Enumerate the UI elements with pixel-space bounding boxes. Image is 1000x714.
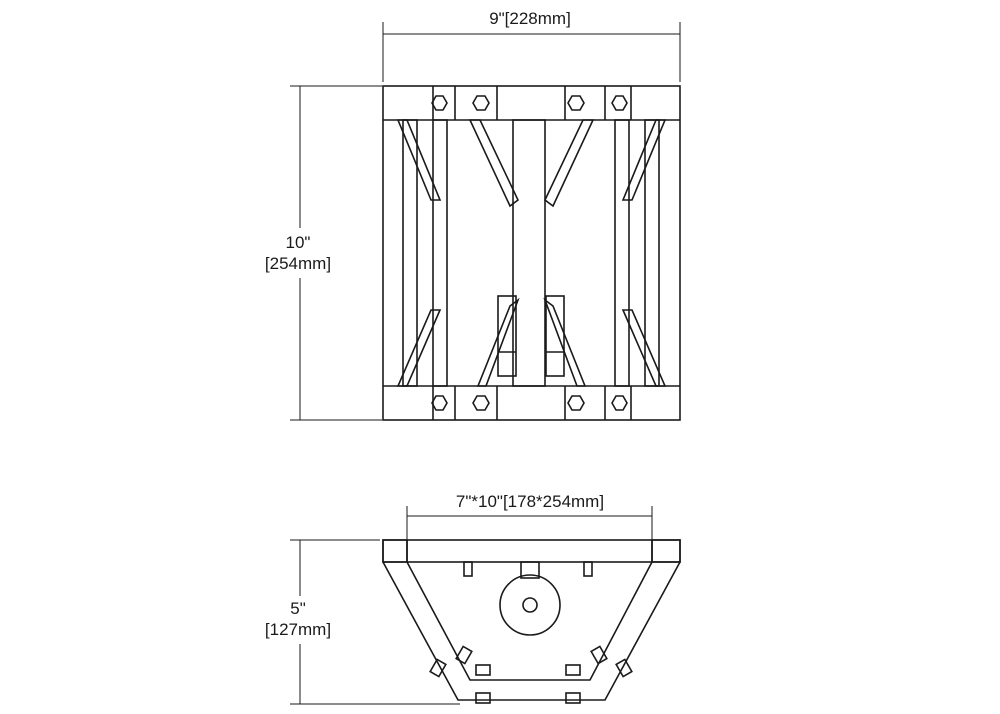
- side-height-dimension: [290, 539, 460, 705]
- front-width-label: 9"[228mm]: [489, 9, 571, 28]
- side-height-label: 5" [127mm]: [248, 598, 348, 640]
- side-height-inches: 5": [290, 599, 306, 618]
- hex-bolt-icon: [429, 645, 633, 704]
- side-height-mm: [127mm]: [264, 620, 332, 639]
- front-height-label: 10" [254mm]: [248, 232, 348, 274]
- front-height-dimension: [290, 85, 382, 421]
- front-height-inches: 10": [285, 233, 311, 252]
- side-width-label: 7"*10"[178*254mm]: [455, 492, 605, 511]
- side-width-dimension: [406, 506, 653, 540]
- front-width-dimension: [382, 22, 681, 82]
- front-view: [382, 85, 681, 421]
- hex-bolt-icon: [431, 395, 628, 411]
- front-height-mm: [254mm]: [264, 254, 332, 273]
- hex-bolt-icon: [431, 95, 628, 111]
- side-view: [382, 539, 681, 704]
